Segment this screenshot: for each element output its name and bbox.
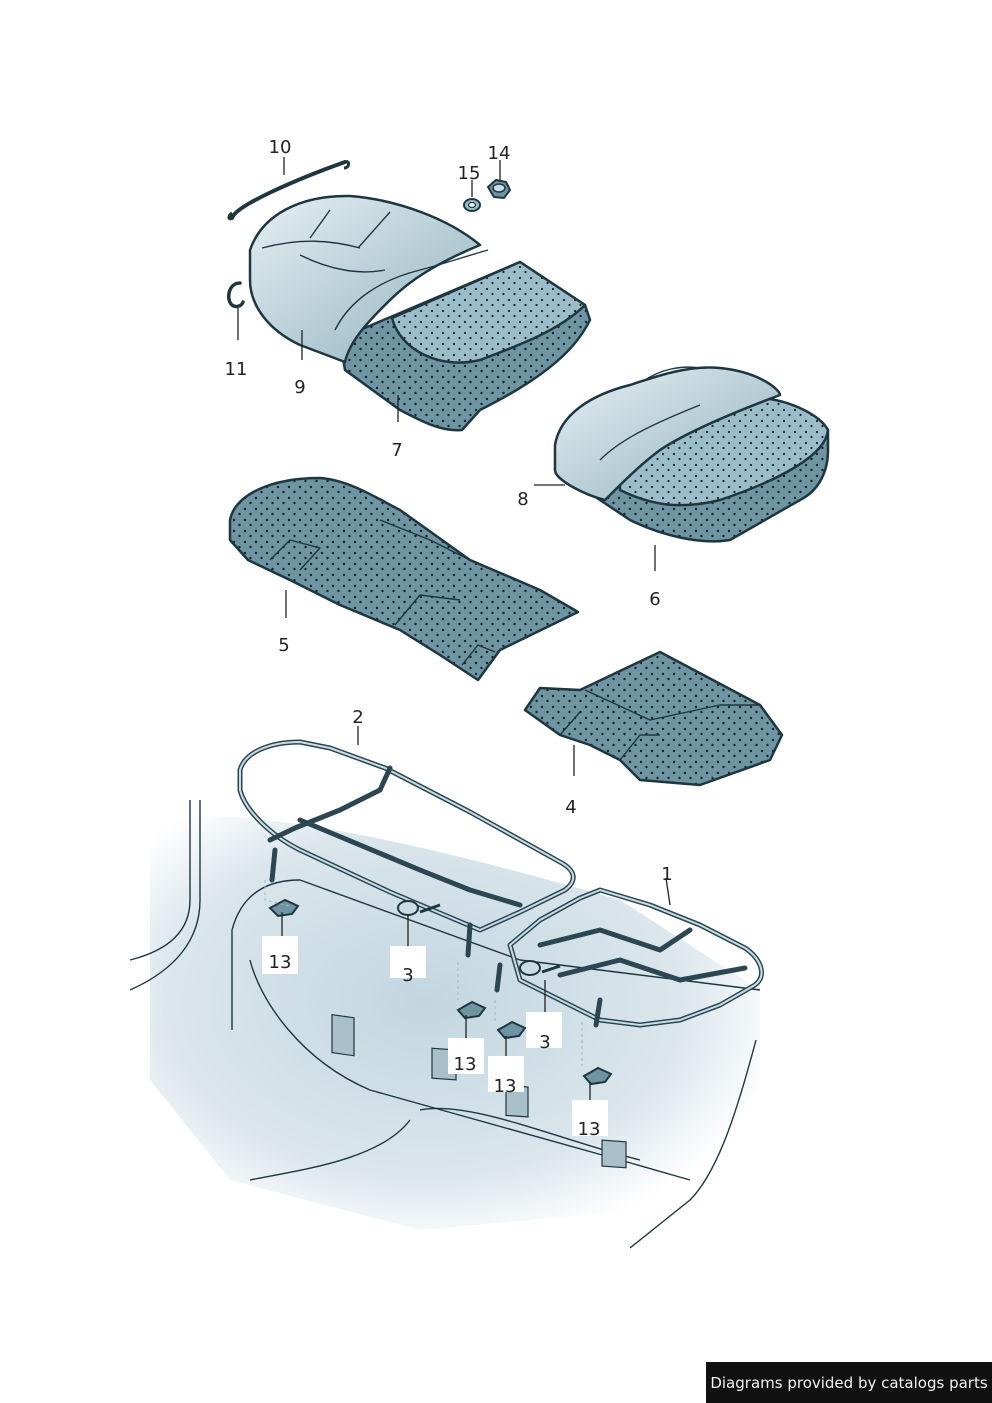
callout-13: 13: [578, 1119, 601, 1140]
callout-10: 10: [269, 137, 292, 158]
part-13-bracket: [264, 880, 300, 918]
floor-opening: [331, 1013, 355, 1057]
part-3-retainer: [519, 960, 561, 976]
callout-label-boxes: [262, 936, 608, 1136]
callout-13: 13: [494, 1076, 517, 1097]
part-15-washer: [463, 198, 481, 212]
part-10-wire-rod: [227, 160, 351, 221]
part-7-seat-cushion-foam: [338, 260, 592, 432]
part-9-seat-cushion-cover: [248, 194, 489, 364]
credit-banner: Diagrams provided by catalogs parts: [706, 1362, 992, 1403]
part-5-padding-mat: [228, 476, 580, 682]
part-13-bracket: [494, 1000, 527, 1040]
part-2-seat-frame: [237, 739, 576, 958]
callout-labels: 1 2 3 3 4 5 6 7 8 9 10 11 13 13 13 13 14…: [225, 137, 673, 1140]
callout-6: 6: [649, 589, 660, 610]
part-13-bracket: [456, 962, 487, 1020]
callout-11: 11: [225, 359, 248, 380]
leader-lines: [237, 157, 671, 1102]
callout-2: 2: [352, 707, 363, 728]
floor-opening: [601, 1139, 627, 1169]
part-14-nut: [486, 178, 512, 200]
callout-15: 15: [458, 163, 481, 184]
callout-9: 9: [294, 377, 305, 398]
callout-3: 3: [539, 1032, 550, 1053]
callout-5: 5: [278, 635, 289, 656]
callout-13: 13: [269, 952, 292, 973]
part-8-seat-cushion-cover: [553, 366, 782, 502]
callout-8: 8: [517, 489, 528, 510]
callout-1: 1: [661, 864, 672, 885]
callout-3: 3: [402, 965, 413, 986]
part-1-seat-frame: [494, 887, 764, 1028]
callout-7: 7: [391, 440, 402, 461]
part-11-retaining-clip: [226, 281, 245, 309]
callout-13: 13: [454, 1054, 477, 1075]
part-4-padding-mat: [523, 650, 784, 787]
callout-4: 4: [565, 797, 576, 818]
callout-14: 14: [488, 143, 511, 164]
